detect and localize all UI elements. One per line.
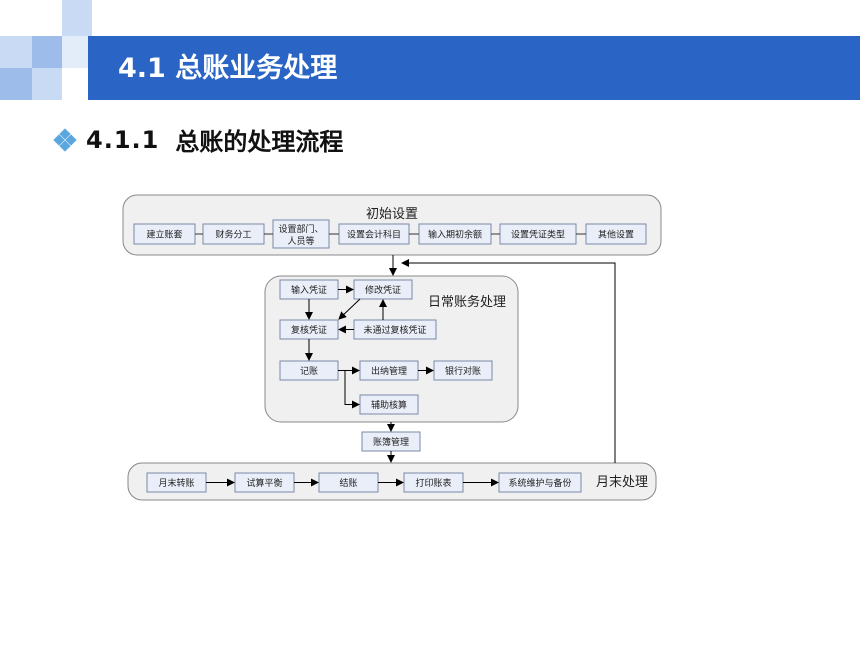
- label-cashier: 出纳管理: [371, 365, 407, 377]
- label-modify-voucher: 修改凭证: [365, 284, 401, 296]
- deco-square: [32, 68, 62, 100]
- label-input-voucher: 输入凭证: [291, 284, 327, 296]
- section-heading: 4.1.1 总账的处理流程: [53, 122, 344, 157]
- label-init-1: 建立账套: [146, 229, 182, 241]
- label-auxiliary: 辅助核算: [371, 399, 407, 411]
- label-bank-reconcile: 银行对账: [445, 365, 481, 377]
- title-bar: [88, 36, 860, 100]
- label-posting: 记账: [300, 366, 318, 377]
- label-month-2: 试算平衡: [246, 477, 282, 489]
- label-init-4: 设置会计科目: [347, 229, 401, 241]
- box-init-3: [272, 219, 330, 249]
- label-init-6: 设置凭证类型: [511, 229, 565, 241]
- box-bank-reconcile: [433, 360, 493, 381]
- label-review-voucher: 复核凭证: [291, 324, 327, 336]
- deco-square: [62, 0, 92, 36]
- label-init-2: 财务分工: [215, 229, 251, 241]
- arrow-modify-to-review: [338, 298, 361, 320]
- deco-square: [0, 36, 32, 68]
- arrow-feedback-loop: [401, 259, 616, 463]
- daily-title: 日常账务处理: [428, 294, 506, 310]
- page-title: 4.1 总账业务处理: [118, 53, 338, 84]
- deco-square: [0, 68, 32, 100]
- label-init-3a: 设置部门、: [278, 223, 323, 235]
- label-month-5: 系统维护与备份: [508, 477, 571, 489]
- section-number: 4.1.1: [86, 125, 160, 154]
- label-month-3: 结账: [339, 477, 357, 489]
- label-ledger: 账簿管理: [373, 436, 409, 448]
- deco-square: [32, 36, 62, 68]
- box-auxiliary: [359, 394, 419, 415]
- monthend-title: 月末处理: [596, 475, 648, 490]
- box-month-5: [498, 472, 582, 493]
- label-init-7: 其他设置: [598, 229, 634, 241]
- label-month-1: 月末转账: [158, 477, 194, 489]
- label-init-5: 输入期初余额: [428, 229, 482, 241]
- init-title: 初始设置: [366, 207, 418, 222]
- label-not-passed: 未通过复核凭证: [363, 324, 426, 336]
- label-init-3b: 人员等: [287, 235, 314, 247]
- section-title: 总账的处理流程: [175, 128, 344, 156]
- label-month-4: 打印账表: [415, 477, 451, 489]
- arrow-posting-to-auxiliary: [344, 370, 360, 409]
- deco-square: [62, 36, 88, 68]
